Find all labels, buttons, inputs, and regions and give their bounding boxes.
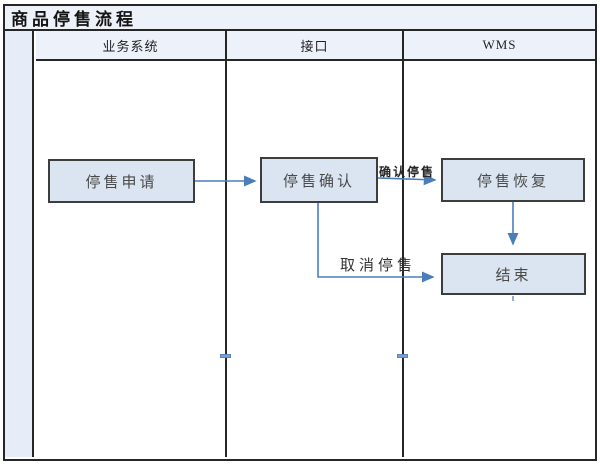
- lane-business-system: 业务系统: [36, 31, 225, 457]
- diagram-frame: 商品停售流程 业务系统 接口 WMS: [3, 4, 597, 461]
- connector-confirm-to-end: [317, 203, 435, 283]
- flow-node-end-label: 结束: [495, 267, 532, 284]
- lane-wms: WMS: [402, 31, 595, 457]
- swimlane-board: 业务系统 接口 WMS 停售申请: [5, 31, 595, 457]
- lane-header-interface: 接口: [227, 31, 402, 61]
- lane-interface: 接口: [225, 31, 402, 457]
- connection-tick-end-bottom: [512, 296, 514, 301]
- flow-node-recover[interactable]: 停售恢复: [441, 158, 585, 202]
- flow-node-confirm[interactable]: 停售确认: [260, 157, 378, 203]
- title-bar: 商品停售流程: [5, 6, 595, 31]
- flow-node-confirm-label: 停售确认: [282, 173, 355, 190]
- page-title: 商品停售流程: [11, 10, 137, 29]
- flow-node-recover-label: 停售恢复: [476, 173, 549, 190]
- edge-label-confirm-stop: 确认停售: [379, 165, 436, 179]
- flow-node-apply[interactable]: 停售申请: [48, 159, 195, 203]
- flow-node-end[interactable]: 结束: [441, 253, 586, 295]
- flow-node-apply-label: 停售申请: [85, 174, 158, 191]
- connector-confirm-to-recover: [377, 174, 437, 186]
- selection-handle-divider-1: [220, 354, 231, 358]
- selection-handle-divider-2: [397, 354, 408, 358]
- lane-header-wms: WMS: [404, 31, 595, 61]
- edge-label-cancel-stop: 取消停售: [340, 258, 417, 274]
- connector-layer: [195, 174, 519, 283]
- left-gutter: [5, 31, 34, 457]
- lane-header-business-system: 业务系统: [36, 31, 225, 61]
